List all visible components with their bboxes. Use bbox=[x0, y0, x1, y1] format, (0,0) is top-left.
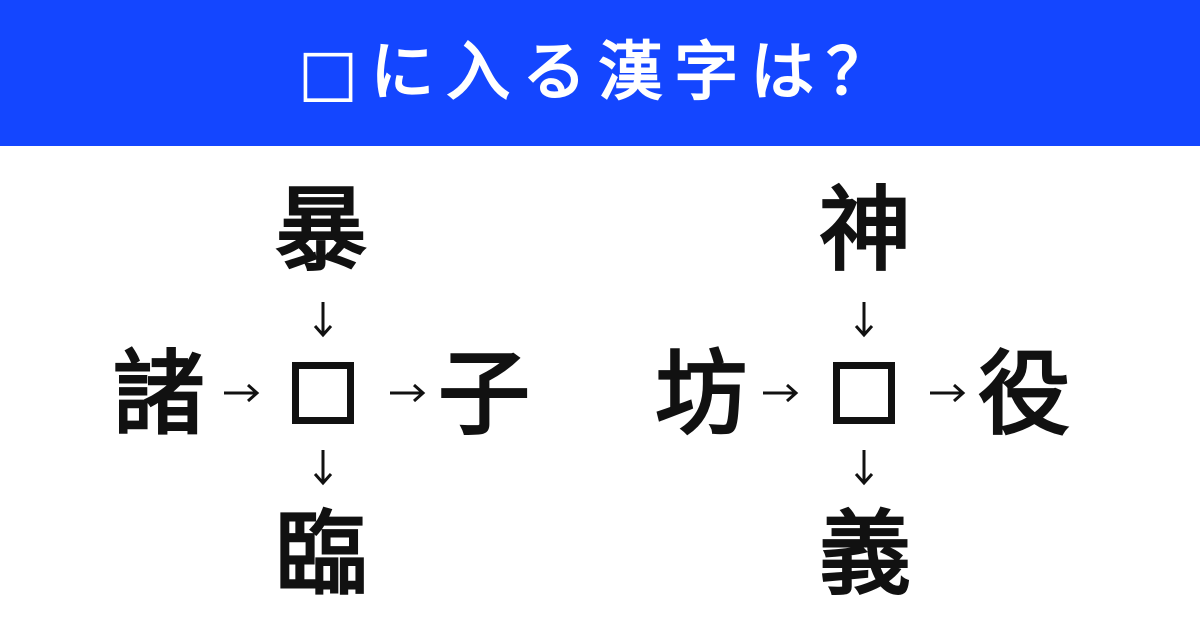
puzzle-2-top-kanji: 神 bbox=[818, 177, 911, 284]
right-arrow-icon bbox=[390, 383, 426, 403]
puzzle-1-right-kanji: 子 bbox=[437, 341, 530, 448]
down-arrow-icon bbox=[313, 302, 333, 338]
down-arrow-icon bbox=[854, 302, 874, 338]
header-bar: □に入る漢字は？ bbox=[0, 0, 1200, 146]
right-arrow-icon bbox=[763, 383, 799, 403]
puzzle-title: □に入る漢字は？ bbox=[297, 36, 903, 110]
down-arrow-icon bbox=[313, 450, 333, 486]
puzzle-1-left-kanji: 諸 bbox=[112, 341, 205, 448]
puzzle-1-blank-box[interactable] bbox=[292, 362, 354, 424]
right-arrow-icon bbox=[224, 383, 260, 403]
down-arrow-icon bbox=[854, 450, 874, 486]
puzzle-1-top-kanji: 暴 bbox=[274, 177, 367, 284]
puzzle-2-bottom-kanji: 義 bbox=[818, 501, 911, 608]
puzzle-2-right-kanji: 役 bbox=[977, 341, 1070, 448]
right-arrow-icon bbox=[930, 383, 966, 403]
puzzle-2-blank-box[interactable] bbox=[833, 362, 895, 424]
puzzle-2-left-kanji: 坊 bbox=[654, 341, 747, 448]
puzzle-1-bottom-kanji: 臨 bbox=[274, 501, 367, 608]
